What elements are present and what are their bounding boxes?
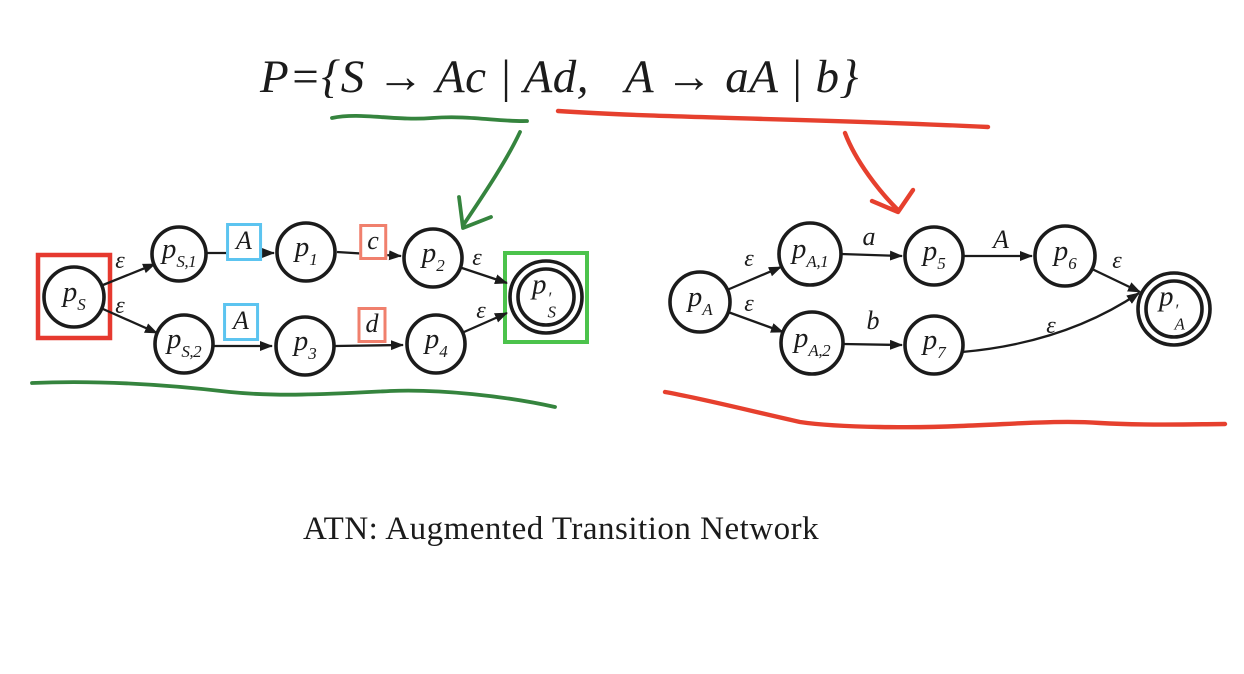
edge-pa-to-pa2 xyxy=(727,310,784,334)
state-label-ps1: pS,1 xyxy=(161,233,197,272)
start-state-box-left xyxy=(35,252,113,341)
green-underline-bottom xyxy=(30,380,557,409)
red-arrowhead-icon xyxy=(869,187,916,215)
epsilon-label: ε xyxy=(744,246,754,272)
epsilon-label: ε xyxy=(476,298,486,324)
state-label-p6: p6 xyxy=(1053,235,1077,274)
epsilon-label: ε xyxy=(1046,313,1056,339)
nonterminal-box-A-top: A xyxy=(226,223,262,261)
state-label-pafinal: p′A xyxy=(1159,280,1185,334)
edge-p4-to-psfinal xyxy=(463,311,508,334)
caption: ATN: Augmented Transition Network xyxy=(303,511,820,547)
state-label-p7: p7 xyxy=(922,324,946,363)
red-underline-top xyxy=(555,108,991,130)
state-circle-pa1 xyxy=(777,221,843,287)
state-circle-p6 xyxy=(1033,224,1097,288)
green-arrowhead-icon xyxy=(457,195,493,230)
edge-pa2-to-p7 xyxy=(842,339,903,350)
state-label-p4: p4 xyxy=(424,323,448,362)
edge-pa1-to-p5 xyxy=(840,250,903,261)
nonterminal-label-A: A xyxy=(993,225,1009,254)
state-label-pa1: pA,1 xyxy=(791,233,829,272)
state-label-p2: p2 xyxy=(421,237,445,276)
state-circle-p1 xyxy=(275,221,337,283)
terminal-label-b: b xyxy=(866,306,880,335)
green-arrow-shaft xyxy=(462,130,522,226)
state-circle-p2 xyxy=(402,227,464,289)
epsilon-label: ε xyxy=(744,291,754,317)
state-label-ps2: pS,2 xyxy=(166,323,202,362)
state-circle-ps2 xyxy=(153,313,215,375)
edge-ps-to-ps1 xyxy=(102,262,156,287)
state-circle-p7 xyxy=(903,314,965,376)
edge-p3-to-p4 xyxy=(334,340,404,351)
state-label-p3: p3 xyxy=(293,325,317,364)
edge-p6-to-pafinal xyxy=(1091,267,1141,294)
terminal-box-c: c xyxy=(359,224,387,260)
terminal-label-a: a xyxy=(862,222,876,251)
edge-p2-to-psfinal xyxy=(458,265,508,285)
state-circle-pafinal-inner xyxy=(1144,279,1204,339)
nonterminal-box-A-bottom: A xyxy=(223,303,259,341)
green-underline-top xyxy=(330,113,529,123)
state-label-ps: pS xyxy=(62,276,86,315)
edge-p7-to-pafinal xyxy=(961,292,1140,354)
state-label-psfinal: p′S xyxy=(532,268,556,322)
epsilon-label: ε xyxy=(115,248,125,274)
state-circle-ps1 xyxy=(150,225,208,283)
terminal-box-d: d xyxy=(357,307,387,343)
state-circle-pa2 xyxy=(779,310,845,376)
edge-pa-to-pa1 xyxy=(726,265,782,292)
red-underline-bottom xyxy=(662,389,1228,430)
grammar-formula: P={S → Ac | Ad, A → aA | b} xyxy=(260,51,859,103)
epsilon-label: ε xyxy=(1112,248,1122,274)
state-label-p5: p5 xyxy=(922,235,946,274)
accept-state-box-left xyxy=(503,251,589,344)
edge-ps-to-ps2 xyxy=(102,307,158,335)
state-label-p1: p1 xyxy=(294,231,318,270)
state-circle-pa xyxy=(668,270,732,334)
epsilon-label: ε xyxy=(472,245,482,271)
state-circle-p4 xyxy=(405,313,467,375)
state-circle-p5 xyxy=(903,225,965,287)
red-arrow-shaft xyxy=(842,130,900,212)
state-label-pa: pA xyxy=(687,281,713,320)
state-circle-ps xyxy=(42,265,106,329)
state-circle-p3 xyxy=(274,315,336,377)
epsilon-label: ε xyxy=(115,293,125,319)
state-circle-psfinal-inner xyxy=(516,267,576,327)
state-label-pa2: pA,2 xyxy=(793,322,831,361)
